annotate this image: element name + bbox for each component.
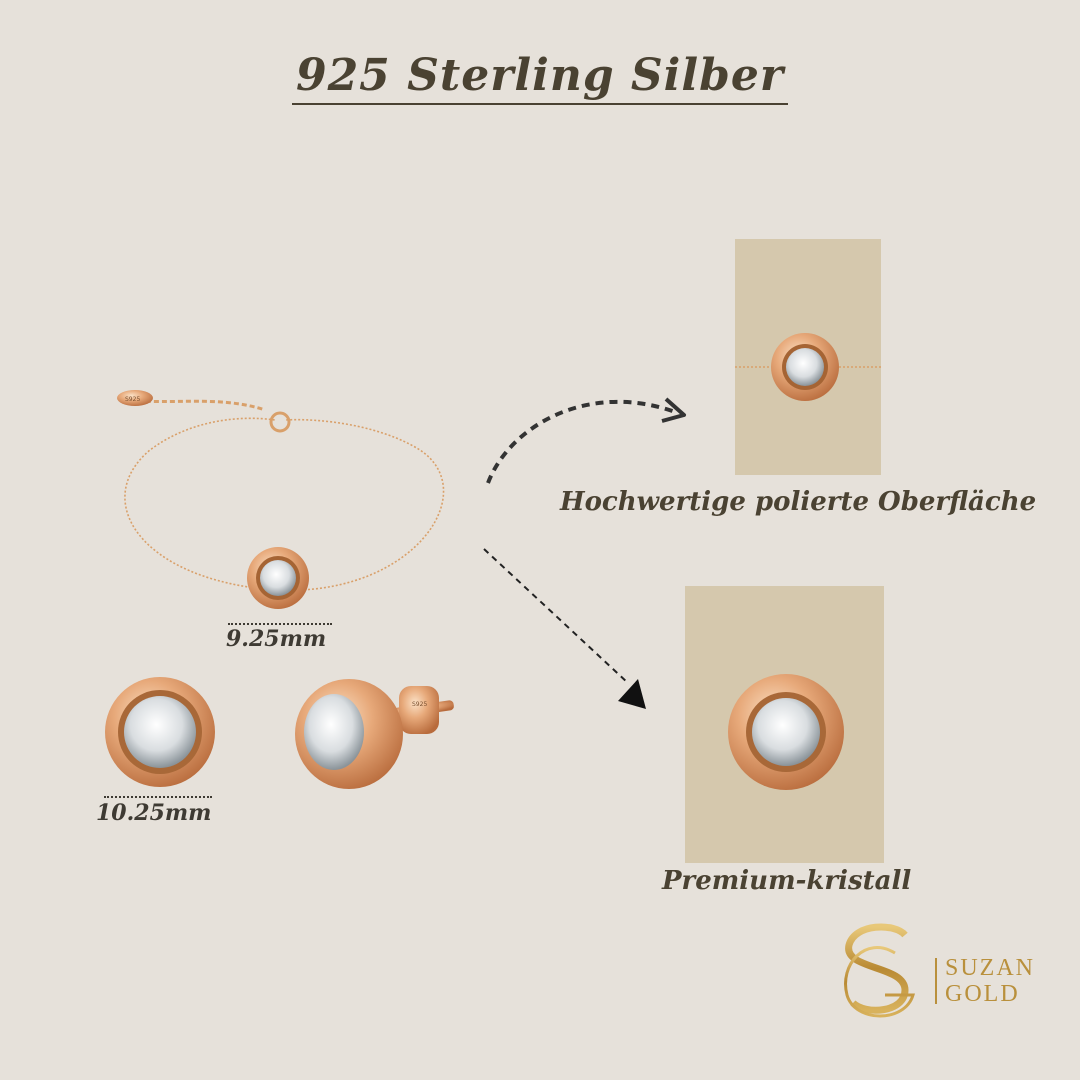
page-title-text: 925 Sterling Silber xyxy=(291,50,789,105)
dashed-straight-arrow-icon xyxy=(483,548,646,709)
crystal-closeup xyxy=(728,674,844,790)
bracelet-tag-text: S925 xyxy=(125,396,140,403)
earring-width-label: 10.25mm xyxy=(96,800,212,826)
logo-text-line1: SUZAN xyxy=(945,955,1036,981)
bracelet-dimension-line xyxy=(228,623,332,625)
bracelet-width-label: 9.25mm xyxy=(226,626,327,652)
caption-premium-crystal: Premium-kristall xyxy=(662,866,912,896)
earring-side-image: S925 xyxy=(295,679,454,789)
dashed-curved-arrow-icon xyxy=(486,397,686,484)
detail-panel-polished-surface xyxy=(735,239,881,475)
earring-front-image xyxy=(105,677,215,787)
svg-text:S925: S925 xyxy=(412,701,427,708)
polished-pendant-closeup xyxy=(735,333,881,401)
caption-polished-surface: Hochwertige polierte Oberfläche xyxy=(560,487,1037,517)
detail-panel-premium-crystal xyxy=(685,586,884,863)
earring-dimension-line xyxy=(104,796,212,798)
page-title: 925 Sterling Silber xyxy=(0,50,1080,105)
bracelet-image: S925 xyxy=(117,390,445,609)
logo-divider xyxy=(935,958,937,1004)
logo-text-line2: GOLD xyxy=(945,981,1020,1007)
suzan-gold-logo-icon xyxy=(844,915,915,1025)
